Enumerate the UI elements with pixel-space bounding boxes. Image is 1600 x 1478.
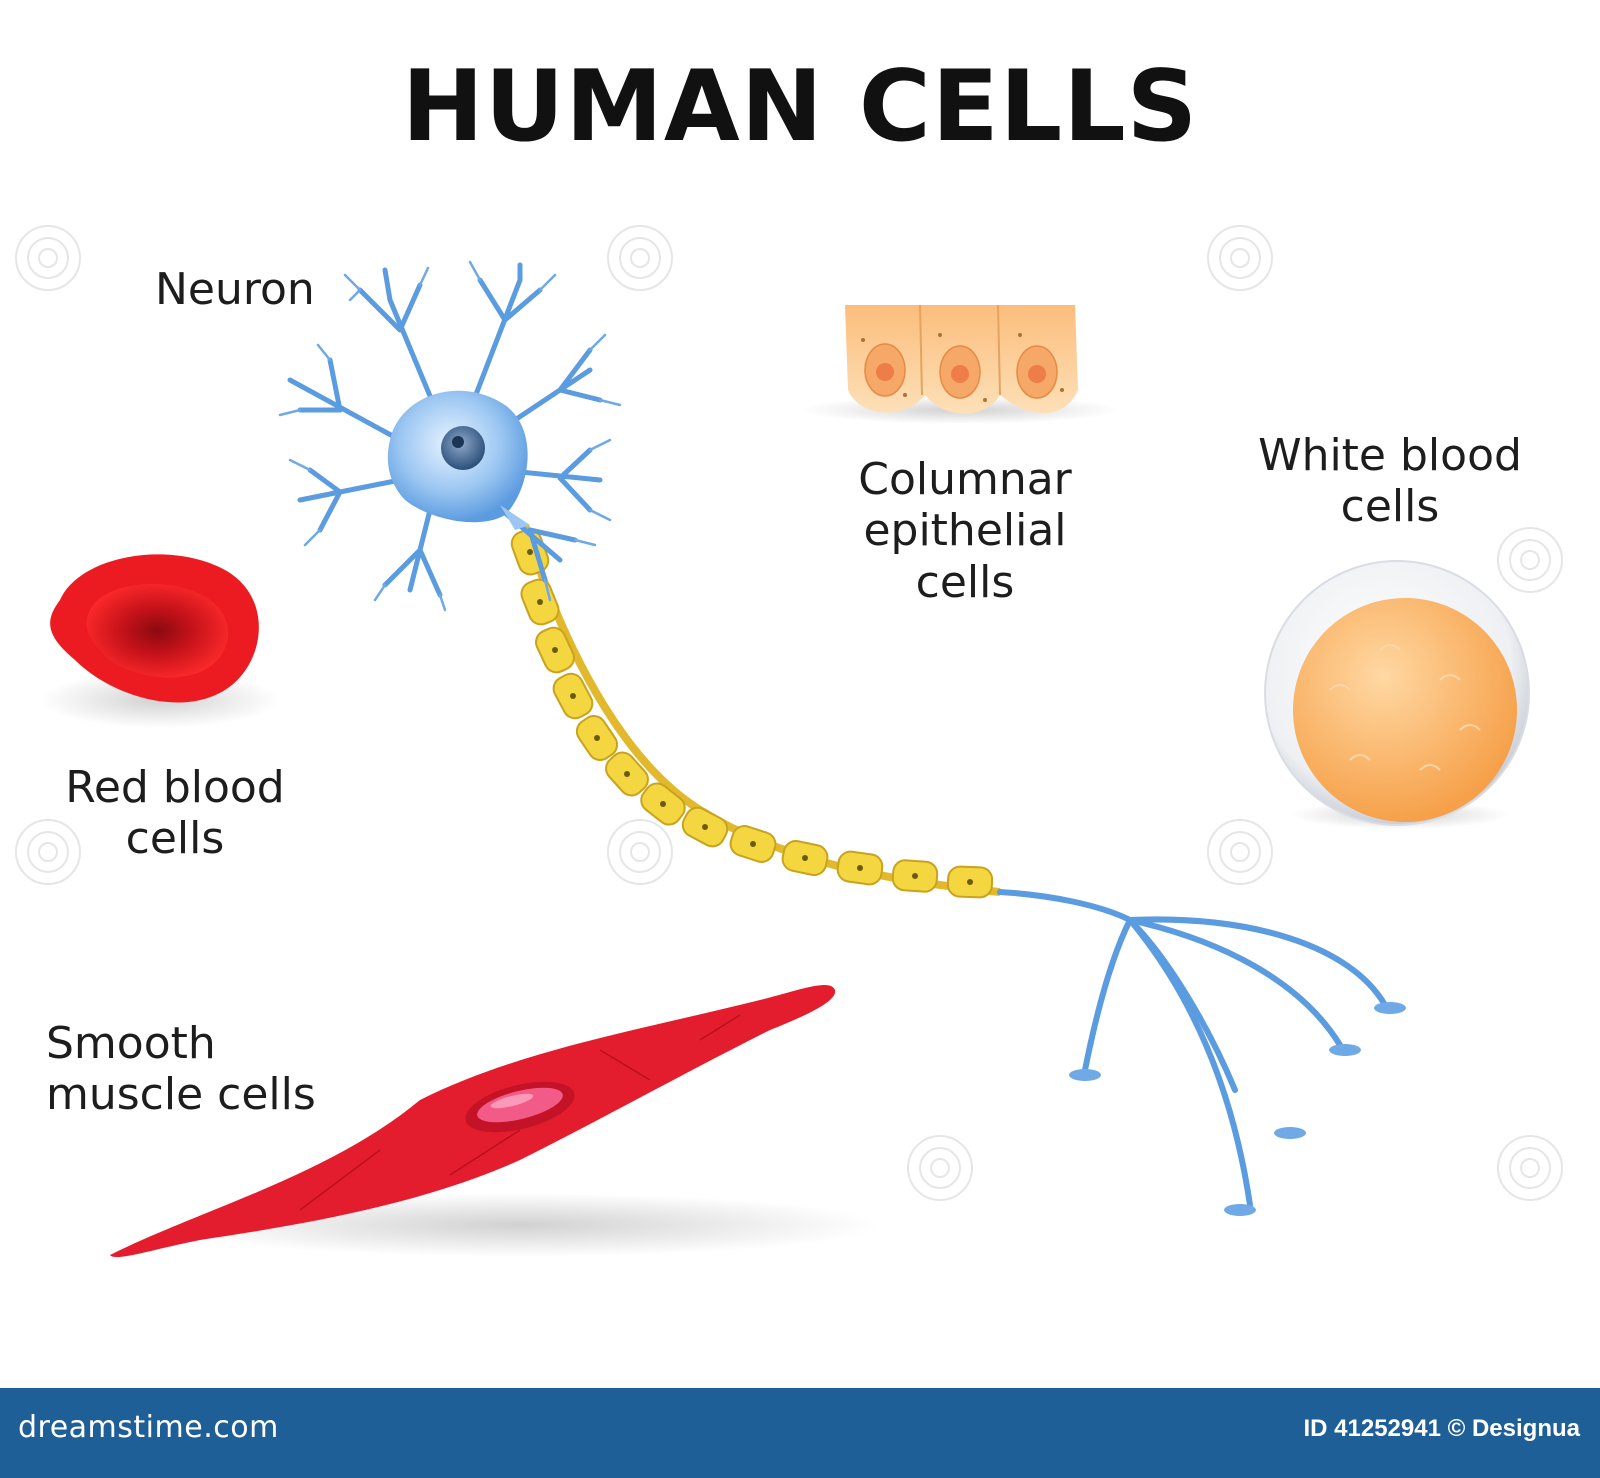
diagram-canvas: HUMAN CELLS Neuron Columnar epithelial c… <box>15 50 1563 1258</box>
white-blood-cell-icon <box>1264 560 1530 829</box>
red-blood-cells-label: Red blood cells <box>65 762 285 865</box>
neuron-label: Neuron <box>155 264 315 315</box>
smooth-muscle-cell-icon <box>110 984 880 1258</box>
columnar-epithelial-cells-icon <box>800 304 1120 424</box>
neuron-icon <box>278 260 1406 1216</box>
image-id-credit: ID 41252941 © Designua <box>1303 1415 1581 1442</box>
red-blood-cell-icon <box>40 554 280 728</box>
footer-bar: dreamstime.com ID 41252941 © Designua <box>0 1388 1600 1478</box>
smooth-muscle-cells-label: Smooth muscle cells <box>46 1018 316 1121</box>
footer-logo: dreamstime.com <box>18 1410 279 1445</box>
watermark-spiral-icons <box>15 225 1563 1201</box>
cells-illustration <box>15 225 1563 1258</box>
columnar-epithelial-label: Columnar epithelial cells <box>858 454 1072 608</box>
white-blood-cells-label: White blood cells <box>1258 430 1522 533</box>
page-title: HUMAN CELLS <box>401 50 1199 164</box>
